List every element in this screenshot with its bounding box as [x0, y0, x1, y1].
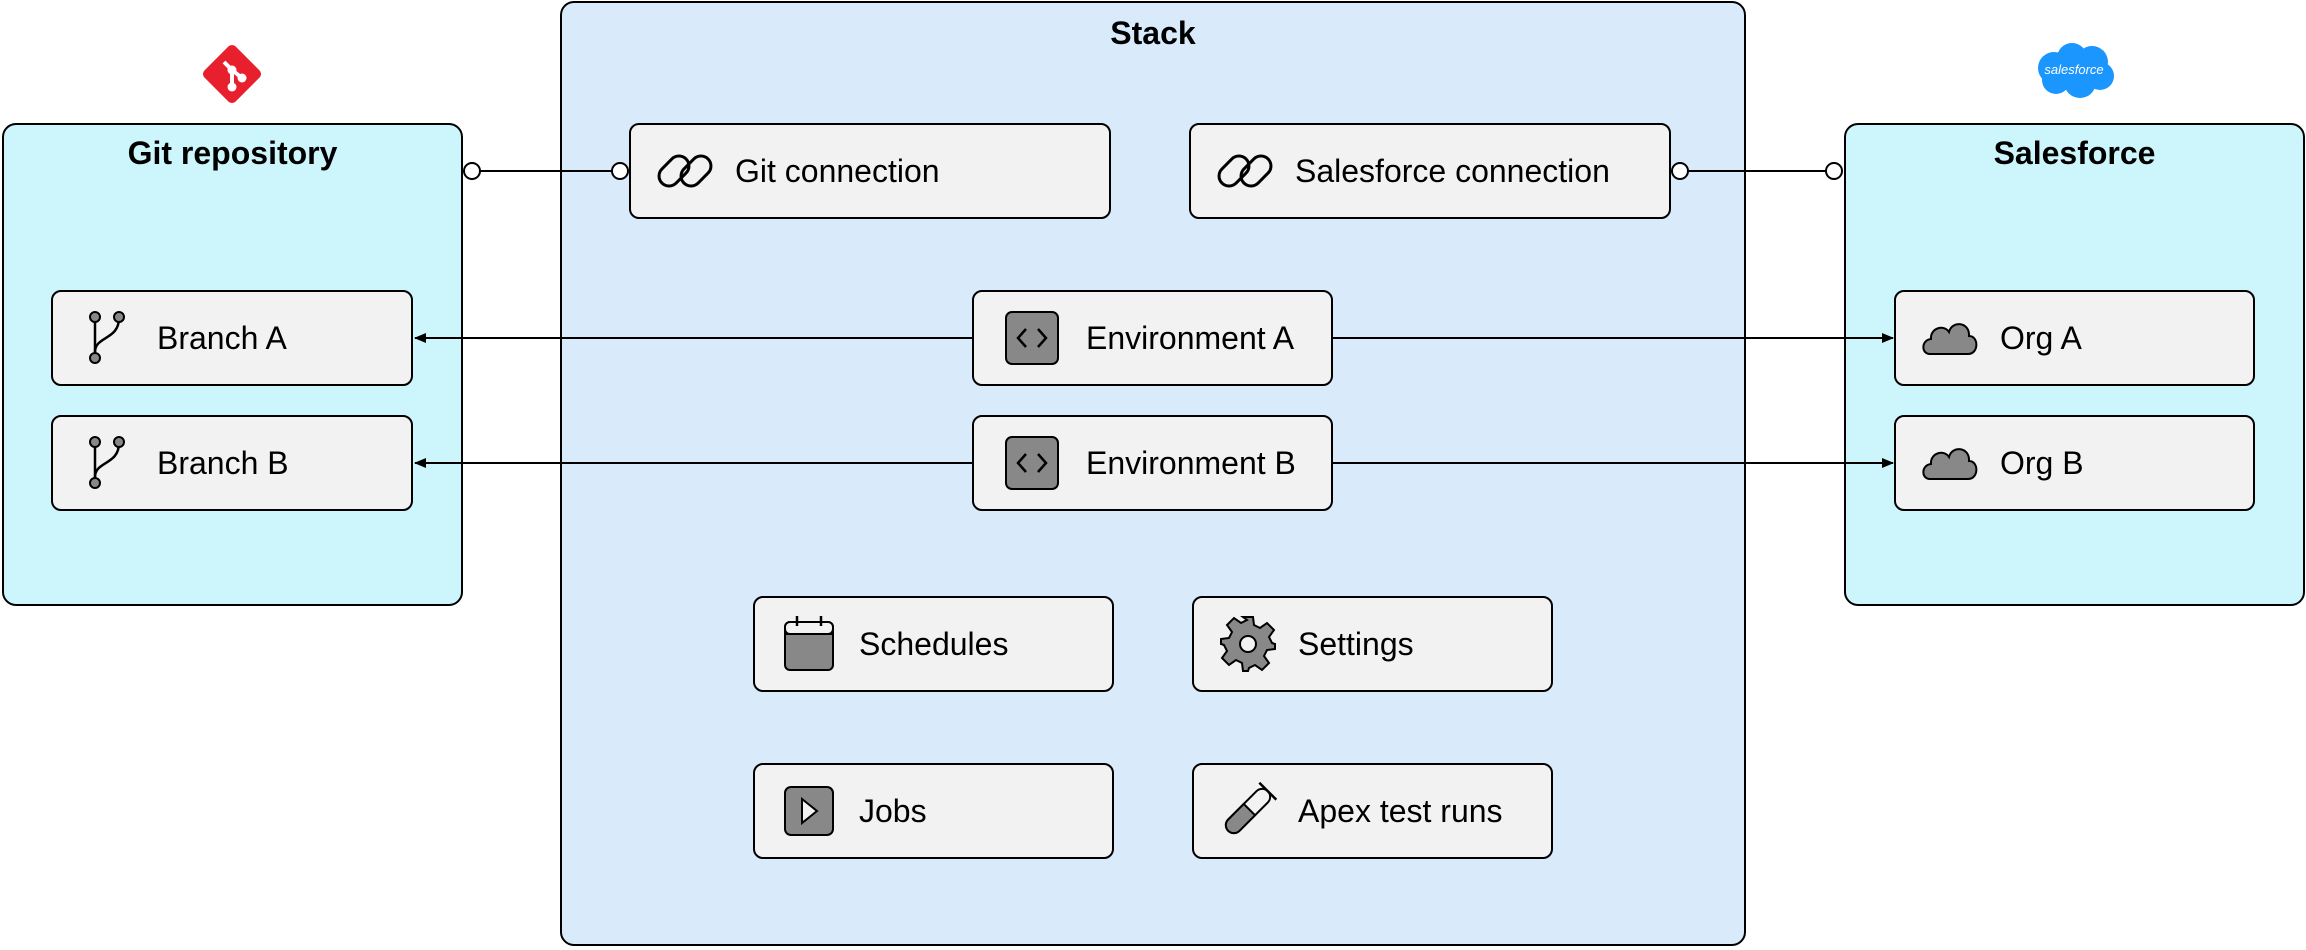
link-icon: [1213, 139, 1277, 203]
salesforce-connection-port: [1671, 162, 1689, 180]
git-repository-title: Git repository: [127, 135, 338, 171]
cloud-icon: [1918, 306, 1982, 370]
git-branch-icon: [75, 431, 139, 495]
gear-icon: [1216, 612, 1280, 676]
code-icon: [1000, 306, 1064, 370]
settings-node[interactable]: Settings: [1192, 596, 1553, 692]
git-connection-label: Git connection: [735, 153, 940, 189]
schedules-label: Schedules: [859, 626, 1009, 662]
environment-b-node[interactable]: Environment B: [972, 415, 1333, 511]
cloud-icon: [1918, 431, 1982, 495]
branch-a-label: Branch A: [157, 320, 287, 356]
salesforce-connection-node[interactable]: Salesforce connection: [1189, 123, 1671, 219]
salesforce-cloud-logo: [2032, 40, 2116, 102]
apex-test-runs-node[interactable]: Apex test runs: [1192, 763, 1553, 859]
branch-b-label: Branch B: [157, 445, 289, 481]
test-tube-icon: [1216, 779, 1280, 843]
git-branch-icon: [75, 306, 139, 370]
link-icon: [653, 139, 717, 203]
environment-a-node[interactable]: Environment A: [972, 290, 1333, 386]
salesforce-logo-text: salesforce: [2044, 62, 2104, 77]
org-b-node[interactable]: Org B: [1894, 415, 2255, 511]
org-a-label: Org A: [2000, 320, 2082, 356]
environment-a-label: Environment A: [1086, 320, 1295, 356]
git-connection-node[interactable]: Git connection: [629, 123, 1111, 219]
org-a-node[interactable]: Org A: [1894, 290, 2255, 386]
git-repo-port: [463, 162, 481, 180]
play-icon: [777, 779, 841, 843]
git-connection-port: [611, 162, 629, 180]
calendar-icon: [777, 612, 841, 676]
org-b-label: Org B: [2000, 445, 2084, 481]
git-logo-icon: [200, 42, 264, 106]
salesforce-group-port: [1825, 162, 1843, 180]
jobs-node[interactable]: Jobs: [753, 763, 1114, 859]
branch-a-node[interactable]: Branch A: [51, 290, 413, 386]
code-icon: [1000, 431, 1064, 495]
salesforce-title: Salesforce: [1993, 135, 2156, 171]
settings-label: Settings: [1298, 626, 1414, 662]
environment-b-label: Environment B: [1086, 445, 1296, 481]
apex-test-runs-label: Apex test runs: [1298, 793, 1503, 829]
branch-b-node[interactable]: Branch B: [51, 415, 413, 511]
stack-title: Stack: [1110, 15, 1196, 51]
salesforce-connection-label: Salesforce connection: [1295, 153, 1610, 189]
jobs-label: Jobs: [859, 793, 927, 829]
schedules-node[interactable]: Schedules: [753, 596, 1114, 692]
